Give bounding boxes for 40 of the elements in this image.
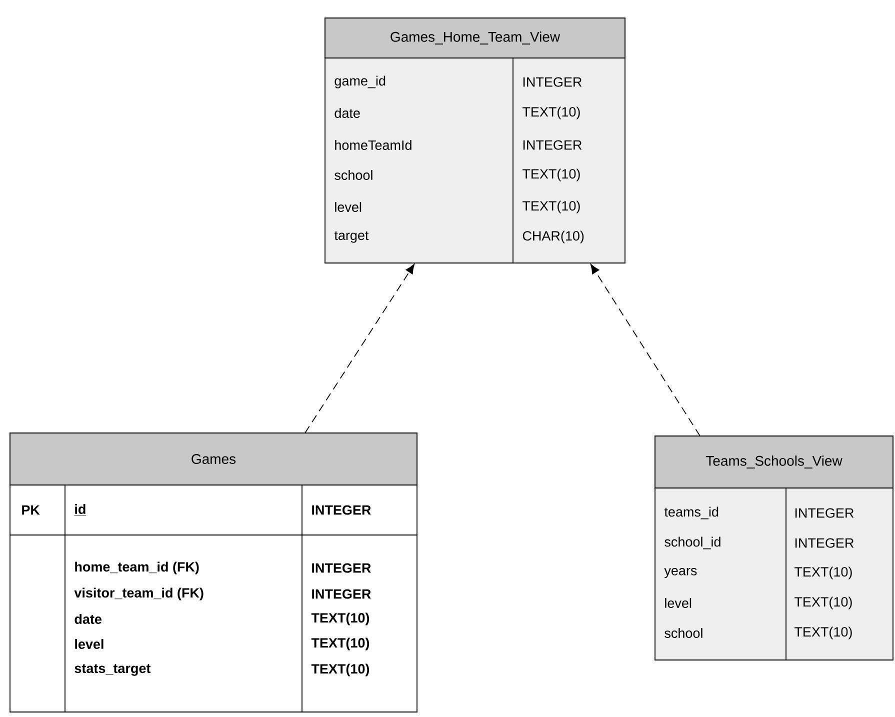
key-label: PK xyxy=(22,505,40,515)
data-type: INTEGER xyxy=(523,140,582,150)
field-name: level xyxy=(75,639,104,649)
table-title: Games xyxy=(192,454,236,464)
field-name: date xyxy=(334,108,360,118)
data-type: TEXT(10) xyxy=(794,566,852,580)
data-type: INTEGER xyxy=(523,77,582,87)
field-name: stats_target xyxy=(74,664,151,676)
data-type: TEXT(10) xyxy=(794,626,852,640)
field-name: game_id xyxy=(334,76,386,88)
field-name: target xyxy=(334,231,369,243)
table-title: Games_Home_Team_View xyxy=(390,32,560,44)
field-name: years xyxy=(664,568,697,578)
field-name: visitor_team_id (FK) xyxy=(74,588,204,600)
field-name: school_id xyxy=(664,536,720,550)
data-type: INTEGER xyxy=(795,508,854,518)
data-type: TEXT(10) xyxy=(522,106,580,120)
table-title: Teams_Schools_View xyxy=(706,456,842,468)
data-type: TEXT(10) xyxy=(311,664,370,676)
field-name: teams_id xyxy=(664,506,718,520)
field-name: id xyxy=(74,504,86,516)
data-type: INTEGER xyxy=(795,538,854,548)
field-name: homeTeamId xyxy=(335,140,412,150)
data-type: CHAR(10) xyxy=(522,230,584,244)
data-type: TEXT(10) xyxy=(522,168,580,182)
field-name: school xyxy=(334,170,372,180)
data-type: INTEGER xyxy=(312,589,371,599)
field-name: level xyxy=(665,598,692,608)
dashed-arrow xyxy=(304,264,415,434)
field-name: school xyxy=(664,628,702,638)
dashed-arrow xyxy=(590,264,700,436)
data-type: INTEGER xyxy=(312,563,371,573)
field-name: level xyxy=(335,202,362,212)
data-type: TEXT(10) xyxy=(522,200,580,214)
field-name: date xyxy=(74,614,102,624)
data-type: INTEGER xyxy=(312,505,371,515)
field-name: home_team_id (FK) xyxy=(75,562,199,574)
data-type: TEXT(10) xyxy=(794,596,852,610)
data-type: TEXT(10) xyxy=(311,638,370,650)
data-type: TEXT(10) xyxy=(311,612,370,626)
